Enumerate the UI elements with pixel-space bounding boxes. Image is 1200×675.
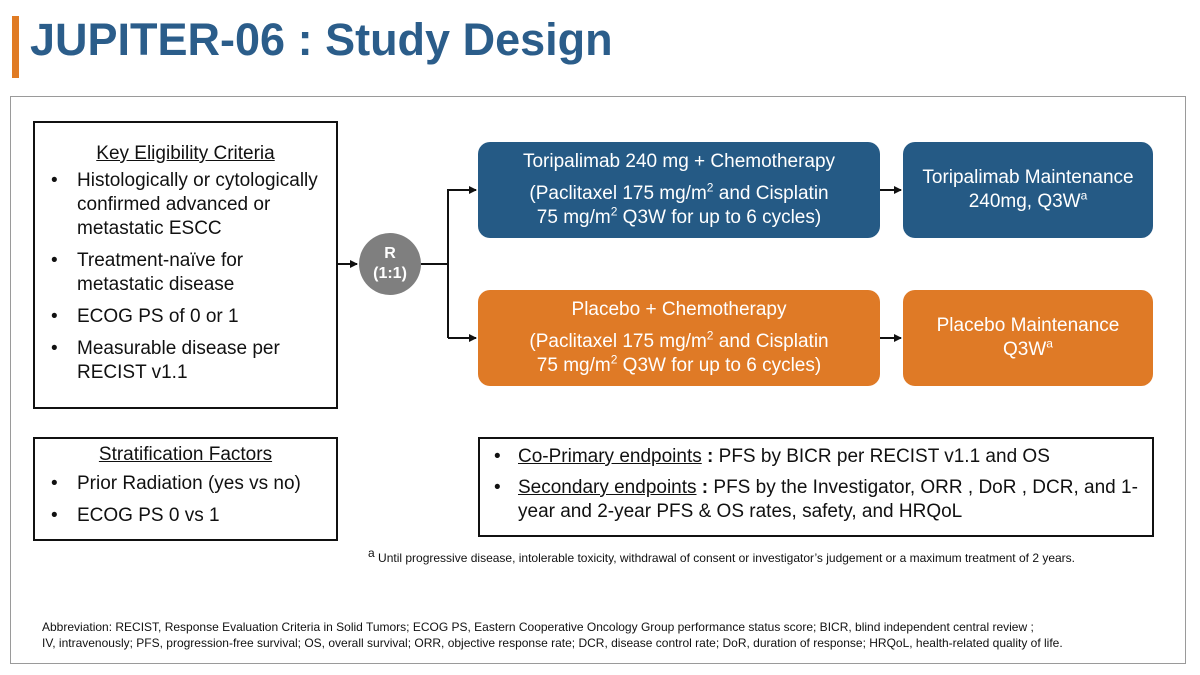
footnote-marker: a	[1080, 188, 1088, 203]
title-accent-bar	[12, 16, 19, 78]
eligibility-list: Histologically or cytologically confirme…	[41, 169, 330, 385]
stratification-item: Prior Radiation (yes vs no)	[41, 472, 330, 496]
toripalimab-maintenance-box: Toripalimab Maintenance 240mg, Q3Wa	[903, 142, 1153, 238]
regimen-text: Q3W for up to 6 cycles)	[617, 355, 822, 376]
superscript: 2	[610, 352, 618, 367]
maintenance-line: Toripalimab Maintenance	[922, 167, 1134, 188]
regimen-text: Q3W for up to 6 cycles)	[617, 207, 822, 228]
endpoint-colon: :	[707, 446, 714, 467]
eligibility-item: Measurable disease per RECIST v1.1	[41, 337, 330, 385]
eligibility-heading: Key Eligibility Criteria	[96, 143, 275, 164]
secondary-endpoints-row: Secondary endpoints : PFS by the Investi…	[486, 476, 1144, 524]
endpoints-box: Co-Primary endpoints : PFS by BICR per R…	[478, 437, 1154, 537]
diagram-frame	[10, 96, 1186, 664]
endpoint-colon: :	[701, 477, 709, 498]
regimen-text: and Cisplatin	[713, 331, 829, 352]
randomization-ratio: (1:1)	[373, 265, 407, 282]
stratification-list: Prior Radiation (yes vs no) ECOG PS 0 vs…	[41, 472, 330, 528]
abbreviations-note: Abbreviation: RECIST, Response Evaluatio…	[42, 620, 1063, 650]
placebo-maintenance-box: Placebo Maintenance Q3Wa	[903, 290, 1153, 386]
maintenance-footnote: a Until progressive disease, intolerable…	[368, 547, 1076, 565]
eligibility-item: Histologically or cytologically confirme…	[41, 169, 330, 241]
primary-endpoints-row: Co-Primary endpoints : PFS by BICR per R…	[486, 445, 1144, 469]
toripalimab-chemo-arm: Toripalimab 240 mg + Chemotherapy (Pacli…	[478, 142, 880, 238]
regimen-text: and Cisplatin	[713, 183, 829, 204]
superscript: 2	[610, 204, 618, 219]
maintenance-dose: 240mg, Q3Wa	[911, 190, 1145, 214]
arm-title: Placebo + Chemotherapy	[571, 299, 787, 320]
eligibility-item: Treatment-naïve for metastatic disease	[41, 249, 330, 297]
eligibility-criteria-box: Key Eligibility Criteria Histologically …	[33, 121, 338, 409]
randomization-node: R (1:1)	[359, 233, 421, 295]
maintenance-dose-text: Q3W	[1003, 339, 1047, 360]
superscript: 2	[706, 180, 714, 195]
secondary-endpoints-label: Secondary endpoints	[518, 477, 697, 498]
primary-endpoints-text: PFS by BICR per RECIST v1.1 and OS	[718, 446, 1050, 467]
footnote-marker: a	[368, 546, 375, 560]
footnote-text: Until progressive disease, intolerable t…	[374, 551, 1076, 565]
arm-title: Toripalimab 240 mg + Chemotherapy	[522, 151, 836, 172]
maintenance-dose-text: 240mg, Q3W	[968, 191, 1081, 212]
stratification-heading: Stratification Factors	[98, 444, 273, 465]
regimen-text: 75 mg/m	[536, 207, 611, 228]
placebo-chemo-arm: Placebo + Chemotherapy (Paclitaxel 175 m…	[478, 290, 880, 386]
eligibility-item: ECOG PS of 0 or 1	[41, 305, 330, 329]
randomization-letter: R	[384, 245, 396, 262]
regimen-text: (Paclitaxel 175 mg/m	[529, 331, 707, 352]
regimen-text: (Paclitaxel 175 mg/m	[529, 183, 707, 204]
secondary-endpoints-text: PFS by the Investigator, ORR , DoR , DCR…	[518, 477, 1138, 522]
maintenance-line: Placebo Maintenance	[936, 315, 1120, 336]
stratification-factors-box: Stratification Factors Prior Radiation (…	[33, 437, 338, 541]
primary-endpoints-label: Co-Primary endpoints	[518, 446, 702, 467]
superscript: 2	[706, 328, 714, 343]
arm-regimen: (Paclitaxel 175 mg/m2 and Cisplatin 75 m…	[486, 330, 872, 378]
regimen-text: 75 mg/m	[536, 355, 611, 376]
footnote-marker: a	[1046, 336, 1053, 351]
maintenance-dose: Q3Wa	[911, 338, 1145, 362]
arm-regimen: (Paclitaxel 175 mg/m2 and Cisplatin 75 m…	[486, 182, 872, 230]
page-title: JUPITER-06 : Study Design	[30, 14, 613, 65]
stratification-item: ECOG PS 0 vs 1	[41, 504, 330, 528]
